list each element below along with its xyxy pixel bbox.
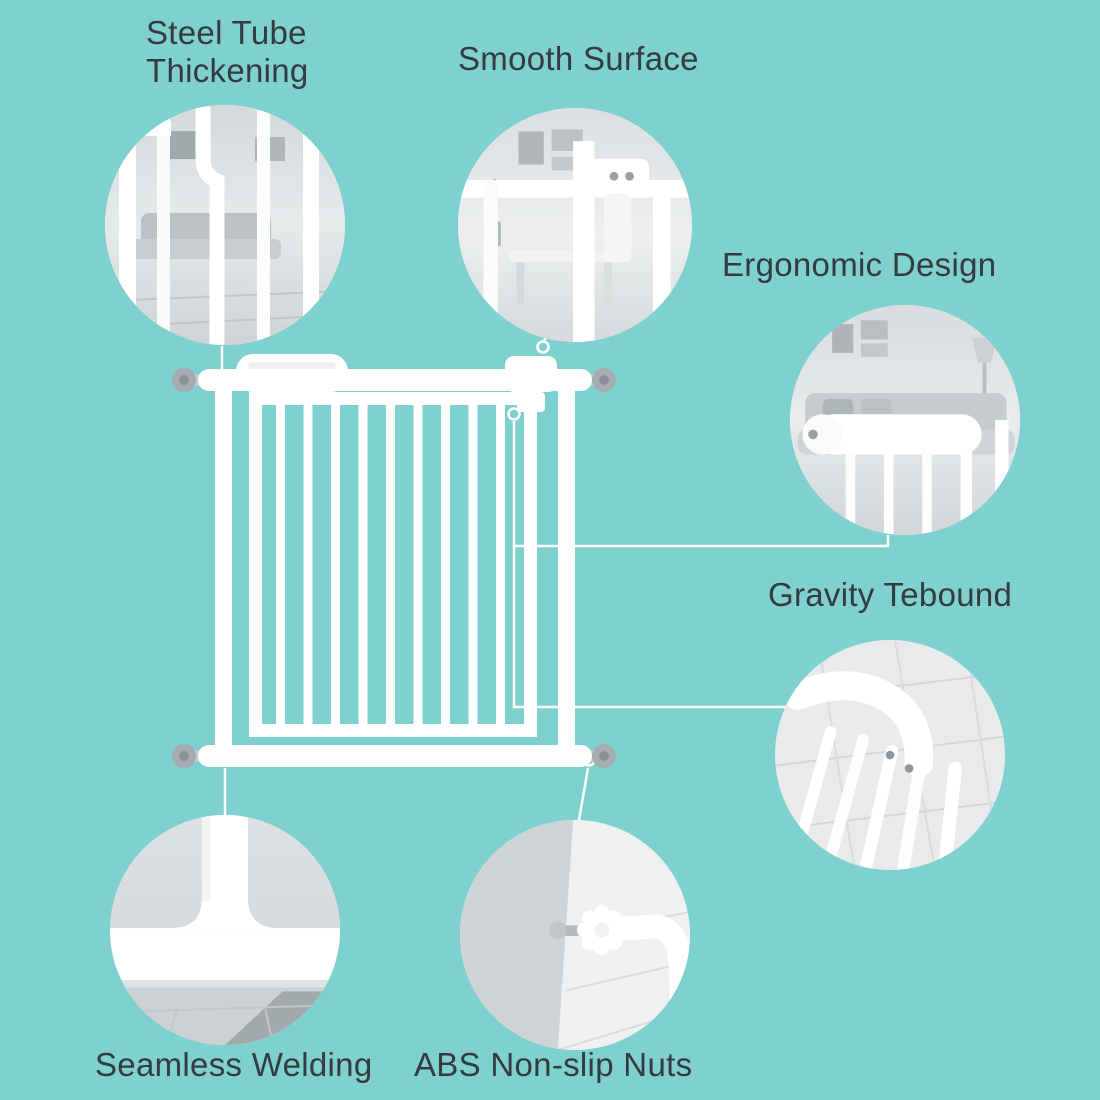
feature-photo-seamless-welding <box>110 815 340 1045</box>
wall-picture <box>518 131 544 165</box>
table <box>508 250 626 263</box>
feature-label-gravity-tebound: Gravity Tebound <box>768 576 1013 613</box>
feature-photo-ergonomic-design <box>790 305 1020 535</box>
gate-door <box>249 392 537 737</box>
feature-photo-smooth-surface <box>458 108 692 342</box>
feature-label-abs-non-slip-nuts: ABS Non-slip Nuts <box>414 1046 693 1083</box>
gate-handle <box>236 354 348 392</box>
gate-right-post <box>558 378 575 758</box>
screw <box>885 750 895 760</box>
screw <box>808 429 818 440</box>
gate-bars <box>276 400 505 730</box>
callout-dot-ergonomic <box>507 407 521 421</box>
callout-dot-smooth-surface <box>536 340 550 354</box>
welded-joint-closeup <box>110 815 340 988</box>
feature-photo-abs-non-slip-nuts <box>460 820 690 1050</box>
feature-label-ergonomic-design: Ergonomic Design <box>722 246 997 283</box>
non-slip-nut-closeup <box>549 905 690 1050</box>
wall <box>460 820 574 1050</box>
feature-photo-gravity-tebound <box>775 640 1005 870</box>
feature-label-steel-tube-thickening: Steel Tube Thickening <box>146 14 309 90</box>
gate-left-post <box>215 378 232 758</box>
feature-photo-steel-tube-thickening <box>105 105 345 345</box>
gate-frame <box>172 354 616 768</box>
callout-line-ergonomic <box>512 421 890 548</box>
screw <box>609 171 619 181</box>
gate-latch-closeup <box>458 141 692 342</box>
wall-picture <box>832 324 854 353</box>
sofa <box>141 213 271 247</box>
callout-line-gravity <box>512 546 786 709</box>
lamp <box>972 337 997 363</box>
gate-bottom-rail <box>198 745 592 767</box>
callout-line-abs-nuts <box>577 767 590 821</box>
screw <box>904 764 914 773</box>
screw <box>625 171 634 181</box>
feature-label-seamless-welding: Seamless Welding <box>95 1046 373 1083</box>
gate-handle-groove <box>248 362 336 369</box>
feature-label-smooth-surface: Smooth Surface <box>458 40 699 77</box>
gate-handle-closeup <box>802 414 1009 535</box>
